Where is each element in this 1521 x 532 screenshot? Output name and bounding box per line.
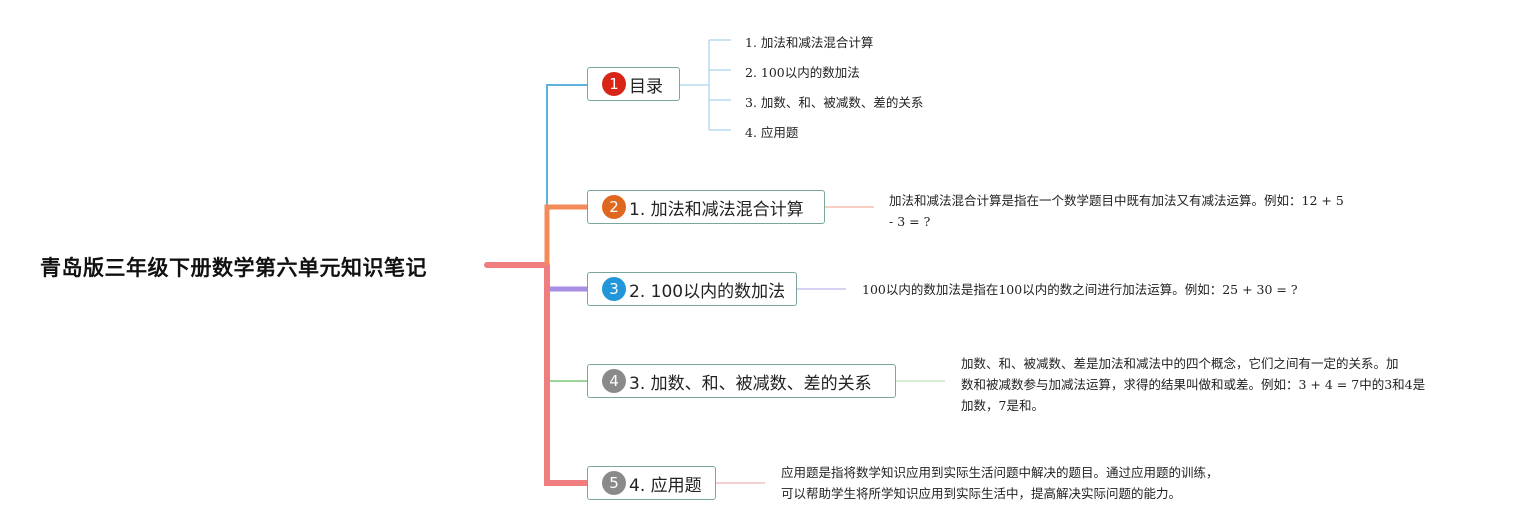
subtopic-item[interactable]: 4. 应用题 — [745, 125, 799, 140]
topic-label: 1. 加法和减法混合计算 — [629, 199, 804, 220]
topic-5[interactable]: 5 4. 应用题 — [587, 466, 716, 500]
branch-5-line — [544, 265, 587, 486]
topic-3[interactable]: 3 2. 100以内的数加法 — [587, 272, 797, 306]
topic-1[interactable]: 1 目录 — [587, 67, 680, 101]
topic-5-note: 应用题是指将数学知识应用到实际生活问题中解决的题目。通过应用题的训练， 可以帮助… — [781, 462, 1301, 504]
note-line: 加数，7是和。 — [961, 398, 1044, 413]
branch-1-line — [546, 84, 587, 265]
topic-4[interactable]: 4 3. 加数、和、被减数、差的关系 — [587, 364, 896, 398]
note-line: 加数、和、被减数、差是加法和减法中的四个概念，它们之间有一定的关系。加 — [961, 356, 1399, 371]
number-badge: 4 — [602, 369, 626, 393]
number-badge: 3 — [602, 277, 626, 301]
note-line: 可以帮助学生将所学知识应用到实际生活中，提高解决实际问题的能力。 — [781, 486, 1182, 501]
number-badge: 1 — [602, 72, 626, 96]
topic-label: 目录 — [629, 76, 663, 97]
topic-4-note: 加数、和、被减数、差是加法和减法中的四个概念，它们之间有一定的关系。加 数和被减… — [961, 353, 1491, 416]
subtopic-item[interactable]: 1. 加法和减法混合计算 — [745, 35, 874, 50]
root-topic[interactable]: 青岛版三年级下册数学第六单元知识笔记 — [40, 256, 427, 280]
branch-2-line — [544, 204, 587, 265]
note-line: 100以内的数加法是指在100以内的数之间进行加法运算。例如：25 + 30 =… — [862, 282, 1298, 297]
note-line: - 3 = ? — [889, 214, 931, 229]
topic-label: 3. 加数、和、被减数、差的关系 — [629, 373, 872, 394]
note-line: 数和被减数参与加减法运算，求得的结果叫做和或差。例如：3 + 4 = 7中的3和… — [961, 377, 1426, 392]
note-line: 加法和减法混合计算是指在一个数学题目中既有加法又有减法运算。例如：12 + 5 — [889, 193, 1344, 208]
number-badge: 2 — [602, 195, 626, 219]
subtopic-item[interactable]: 3. 加数、和、被减数、差的关系 — [745, 95, 924, 110]
note-line: 应用题是指将数学知识应用到实际生活问题中解决的题目。通过应用题的训练， — [781, 465, 1219, 480]
number-badge: 5 — [602, 471, 626, 495]
topic-3-note: 100以内的数加法是指在100以内的数之间进行加法运算。例如：25 + 30 =… — [862, 279, 1462, 300]
subtopic-item[interactable]: 2. 100以内的数加法 — [745, 65, 860, 80]
topic-label: 2. 100以内的数加法 — [629, 281, 786, 302]
subtopic-bracket — [680, 39, 731, 131]
topic-label: 4. 应用题 — [629, 475, 702, 496]
topic-2-note: 加法和减法混合计算是指在一个数学题目中既有加法又有减法运算。例如：12 + 5 … — [889, 190, 1399, 232]
topic-2[interactable]: 2 1. 加法和减法混合计算 — [587, 190, 825, 224]
